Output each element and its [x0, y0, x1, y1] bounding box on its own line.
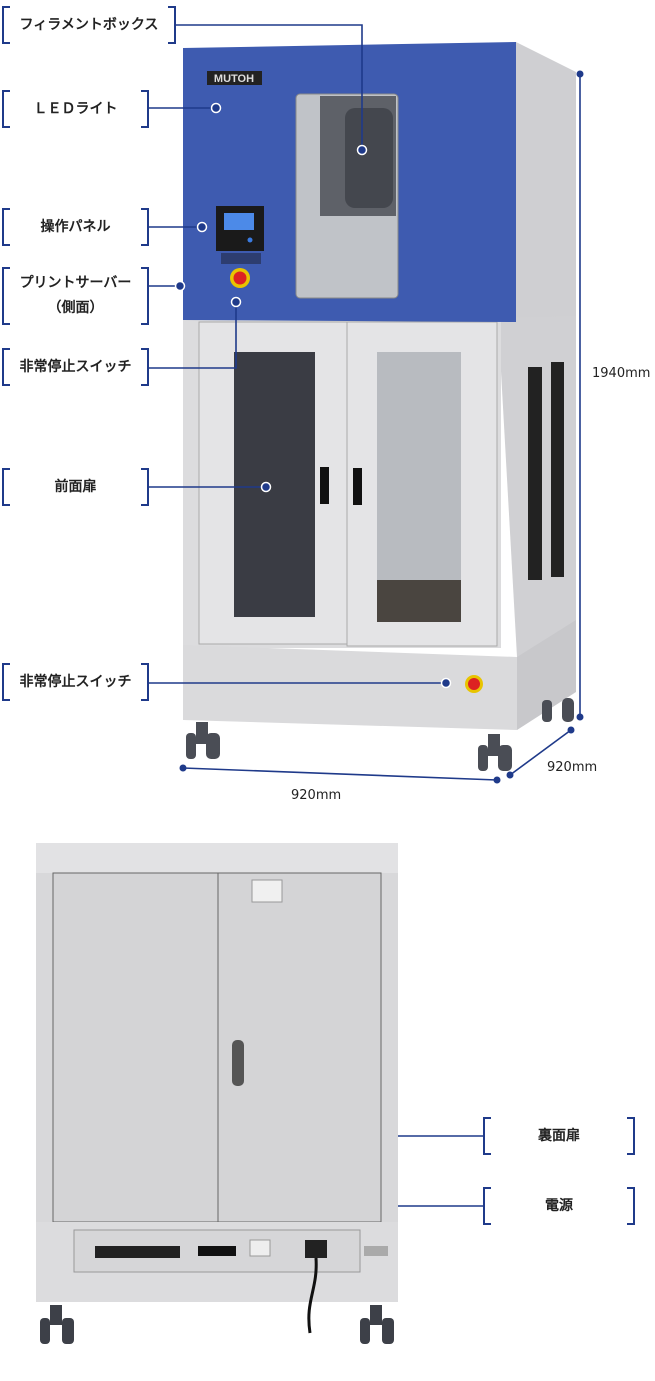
- label-text: プリントサーバー: [19, 274, 132, 291]
- label-print-server: プリントサーバー （側面）: [2, 267, 149, 325]
- door-window-left: [234, 352, 315, 617]
- back-casters: [40, 1305, 394, 1344]
- label-text: 電源: [545, 1197, 573, 1214]
- svg-text:MUTOH: MUTOH: [214, 73, 254, 85]
- rear-door-left: [52, 872, 219, 1223]
- label-note: （側面）: [47, 300, 104, 316]
- dimension-width: 920mm: [291, 788, 342, 803]
- back-machine: [36, 843, 398, 1344]
- door-window-right: [377, 352, 461, 622]
- filament-spool: [345, 108, 393, 208]
- label-emergency-stop-upper: 非常停止スイッチ: [2, 348, 149, 386]
- casters: [186, 698, 574, 771]
- label-text: 非常停止スイッチ: [19, 358, 132, 375]
- label-text: ＬＥＤライト: [33, 100, 118, 117]
- power-inlet: [305, 1240, 327, 1258]
- front-machine: MUTOH: [183, 42, 576, 771]
- label-text: 裏面扉: [538, 1127, 580, 1144]
- back-top-band: [36, 843, 398, 873]
- base-side-panel: [517, 620, 576, 730]
- label-front-door: 前面扉: [2, 468, 149, 506]
- label-text: 非常停止スイッチ: [19, 673, 132, 690]
- base: [183, 645, 517, 730]
- dimension-depth: 920mm: [547, 760, 598, 775]
- side-vent-1: [528, 367, 542, 580]
- rear-door-handle: [232, 1040, 244, 1086]
- door-handle-right: [353, 468, 362, 505]
- rear-door-right: [217, 872, 382, 1223]
- label-control-panel: 操作パネル: [2, 208, 149, 246]
- upper-side-panel: [516, 42, 576, 322]
- warning-stickers: [251, 879, 283, 903]
- label-power: 電源: [483, 1187, 635, 1225]
- label-text: フィラメントボックス: [19, 16, 159, 33]
- dimension-height: 1940mm: [592, 366, 651, 381]
- side-vent-2: [551, 362, 564, 577]
- back-vent: [95, 1246, 180, 1258]
- label-filament-box: フィラメントボックス: [2, 6, 176, 44]
- power-cable: [307, 1257, 318, 1334]
- door-handle-left: [320, 467, 329, 504]
- dot-filament: [356, 144, 368, 156]
- label-text: 操作パネル: [40, 218, 111, 235]
- label-rear-door: 裏面扉: [483, 1117, 635, 1155]
- label-led-light: ＬＥＤライト: [2, 90, 149, 128]
- label-emergency-stop-lower: 非常停止スイッチ: [2, 663, 149, 701]
- dimension-dots: [179, 70, 584, 784]
- mutoh-logo: [207, 71, 262, 85]
- label-text: 前面扉: [54, 478, 97, 495]
